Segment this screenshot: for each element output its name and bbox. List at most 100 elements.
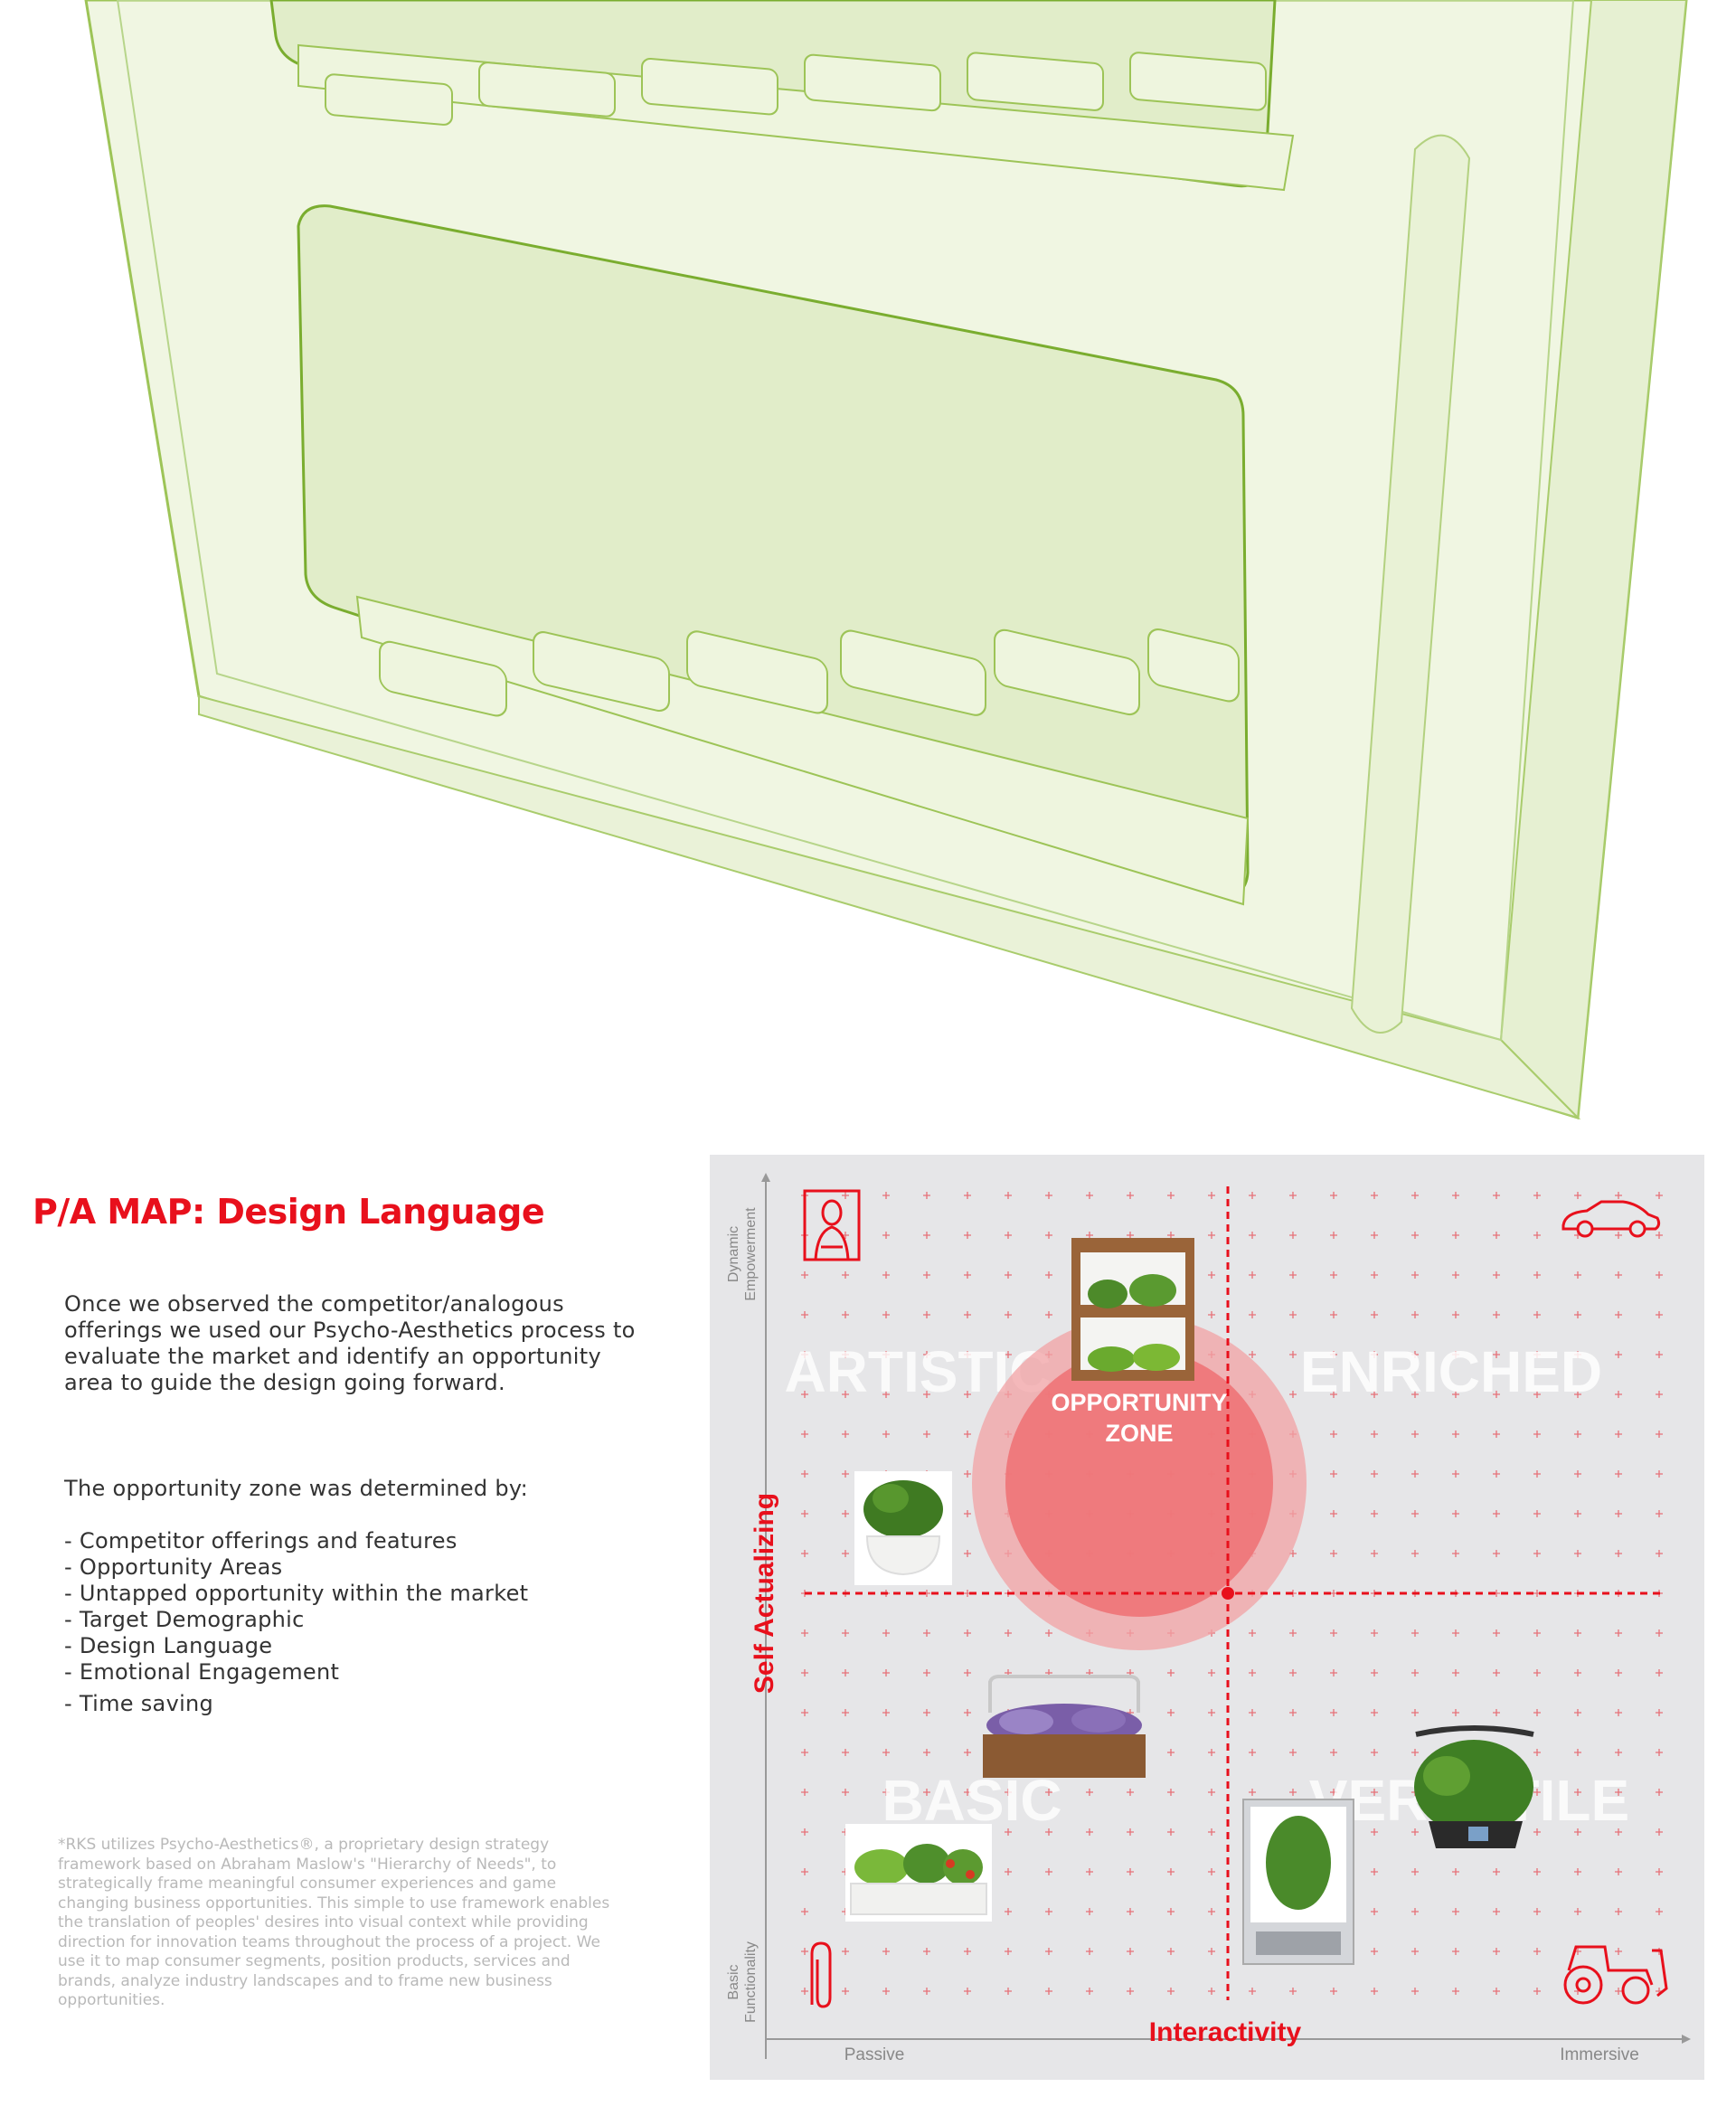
grid-plus-marker — [1411, 1192, 1419, 1199]
grid-plus-marker — [1289, 1311, 1297, 1318]
grid-plus-marker — [1249, 1232, 1256, 1239]
grid-plus-marker — [1045, 1311, 1052, 1318]
x-axis-title: Interactivity — [1149, 2017, 1302, 2047]
list-item: - Untapped opportunity within the market — [64, 1581, 529, 1606]
grid-plus-marker — [842, 1550, 849, 1557]
quadrant-label-basic: BASIC — [882, 1768, 1061, 1833]
grid-plus-marker — [1127, 1232, 1134, 1239]
grid-plus-marker — [801, 1391, 808, 1398]
grid-plus-marker — [1493, 1232, 1500, 1239]
page-title: P/A MAP: Design Language — [33, 1192, 545, 1232]
grid-plus-marker — [1289, 1709, 1297, 1716]
grid-plus-marker — [1574, 1550, 1581, 1557]
grid-plus-marker — [842, 1510, 849, 1517]
rks-footnote: *RKS utilizes Psycho-Aesthetics®, a prop… — [58, 1836, 610, 2009]
grid-plus-marker — [1045, 1908, 1052, 1915]
grid-plus-marker — [1411, 1988, 1419, 1995]
grid-plus-marker — [1330, 1470, 1337, 1478]
list-item: - Opportunity Areas — [64, 1554, 283, 1580]
grid-plus-marker — [1330, 1510, 1337, 1517]
grid-plus-marker — [1493, 1351, 1500, 1358]
grid-plus-marker — [1533, 1391, 1541, 1398]
grid-plus-marker — [1411, 1550, 1419, 1557]
grid-plus-marker — [1045, 1868, 1052, 1875]
grid-plus-marker — [1086, 1908, 1093, 1915]
grid-plus-marker — [882, 1271, 890, 1279]
grid-plus-marker — [923, 1311, 930, 1318]
grid-plus-marker — [1249, 1351, 1256, 1358]
grid-plus-marker — [964, 1629, 971, 1637]
grid-plus-marker — [882, 1948, 890, 1955]
grid-plus-marker — [1493, 1510, 1500, 1517]
grid-plus-marker — [923, 1271, 930, 1279]
grid-plus-marker — [1371, 1232, 1378, 1239]
grid-plus-marker — [1533, 1908, 1541, 1915]
list-item: - Time saving — [64, 1691, 214, 1716]
grid-plus-marker — [801, 1789, 808, 1796]
grid-plus-marker — [1371, 1431, 1378, 1438]
grid-plus-marker — [1493, 1669, 1500, 1676]
grid-plus-marker — [1127, 1948, 1134, 1955]
opportunity-zone-label-2: ZONE — [1105, 1420, 1173, 1447]
grid-plus-marker — [1289, 1271, 1297, 1279]
grid-plus-marker — [1330, 1590, 1337, 1597]
grid-plus-marker — [923, 1351, 930, 1358]
grid-plus-marker — [1656, 1192, 1663, 1199]
grid-plus-marker — [842, 1351, 849, 1358]
grid-plus-marker — [1411, 1669, 1419, 1676]
product-bowl-planter — [854, 1471, 952, 1585]
grid-plus-marker — [1574, 1908, 1581, 1915]
grid-plus-marker — [842, 1192, 849, 1199]
grid-plus-marker — [1289, 1749, 1297, 1756]
grid-plus-marker — [923, 1749, 930, 1756]
grid-plus-marker — [1330, 1271, 1337, 1279]
grid-plus-marker — [1411, 1868, 1419, 1875]
grid-plus-marker — [1005, 1908, 1012, 1915]
grid-plus-marker — [1289, 1391, 1297, 1398]
grid-plus-marker — [1656, 1789, 1663, 1796]
grid-plus-marker — [964, 1351, 971, 1358]
grid-plus-marker — [1127, 1789, 1134, 1796]
grid-plus-marker — [1371, 1351, 1378, 1358]
quadrant-label-enriched: ENRICHED — [1300, 1339, 1602, 1404]
mona-lisa-icon — [803, 1189, 861, 1261]
grid-plus-marker — [1533, 1192, 1541, 1199]
grid-plus-marker — [801, 1988, 808, 1995]
grid-plus-marker — [1411, 1311, 1419, 1318]
grid-plus-marker — [1249, 1988, 1256, 1995]
pa-map: ARTISTIC ENRICHED BASIC VERSATILE Self A… — [710, 1155, 1704, 2080]
grid-plus-marker — [1167, 1828, 1175, 1836]
grid-plus-marker — [964, 1470, 971, 1478]
grid-plus-marker — [1371, 1868, 1378, 1875]
grid-plus-marker — [1533, 1828, 1541, 1836]
grid-plus-marker — [801, 1271, 808, 1279]
grid-plus-marker — [1249, 1709, 1256, 1716]
grid-plus-marker — [1533, 1669, 1541, 1676]
grid-plus-marker — [1615, 1629, 1622, 1637]
grid-plus-marker — [1208, 1828, 1215, 1836]
grid-plus-marker — [1493, 1868, 1500, 1875]
y-axis-high-label-2: Empowerment — [743, 1207, 759, 1301]
grid-plus-marker — [1656, 1271, 1663, 1279]
grid-plus-marker — [1371, 1510, 1378, 1517]
grid-plus-marker — [1493, 1709, 1500, 1716]
grid-plus-marker — [1452, 1550, 1459, 1557]
grid-plus-marker — [923, 1431, 930, 1438]
criteria-lead: The opportunity zone was determined by: — [64, 1476, 529, 1501]
grid-plus-marker — [882, 1988, 890, 1995]
grid-plus-marker — [1005, 1789, 1012, 1796]
grid-plus-marker — [882, 1351, 890, 1358]
grid-plus-marker — [1167, 1948, 1175, 1955]
grid-plus-marker — [1086, 1988, 1093, 1995]
grid-plus-marker — [882, 1749, 890, 1756]
grid-plus-marker — [1208, 1868, 1215, 1875]
grid-plus-marker — [1615, 1908, 1622, 1915]
grid-plus-marker — [1452, 1669, 1459, 1676]
x-axis-arrow — [1682, 2035, 1691, 2044]
grid-plus-marker — [1533, 1629, 1541, 1637]
grid-plus-marker — [1493, 1431, 1500, 1438]
grid-plus-marker — [842, 1948, 849, 1955]
grid-plus-marker — [923, 1669, 930, 1676]
product-rendering — [84, 0, 1688, 1120]
grid-plus-marker — [1005, 1271, 1012, 1279]
